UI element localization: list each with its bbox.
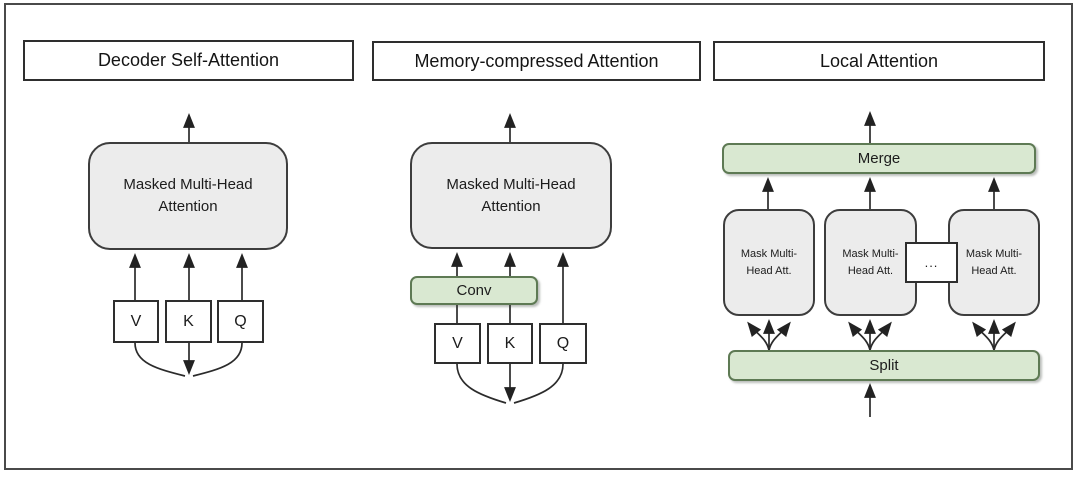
panel3-title: Local Attention	[713, 41, 1045, 81]
panel3-split-bar: Split	[728, 350, 1040, 381]
panel3-ellipsis-box: ...	[905, 242, 958, 283]
panel2-title: Memory-compressed Attention	[372, 41, 701, 81]
panel1-title: Decoder Self-Attention	[23, 40, 354, 81]
panel2-conv-box: Conv	[410, 276, 538, 305]
panel2-input-v: V	[434, 323, 481, 364]
panel1-input-k: K	[165, 300, 212, 343]
panel3-merge-bar: Merge	[722, 143, 1036, 174]
panel3-mask-att-box-2: Mask Multi-Head Att.	[824, 209, 917, 316]
panel2-masked-mha-box: Masked Multi-Head Attention	[410, 142, 612, 249]
panel1-input-q: Q	[217, 300, 264, 343]
panel3-mask-att-box-1: Mask Multi-Head Att.	[723, 209, 815, 316]
panel3-mask-att-box-3: Mask Multi-Head Att.	[948, 209, 1040, 316]
panel1-input-v: V	[113, 300, 159, 343]
panel2-input-q: Q	[539, 323, 587, 364]
panel1-masked-mha-box: Masked Multi-Head Attention	[88, 142, 288, 250]
panel2-arrows	[451, 113, 569, 404]
panel2-input-k: K	[487, 323, 533, 364]
panel3-arrows	[747, 111, 1016, 417]
panel1-arrows	[129, 113, 248, 377]
